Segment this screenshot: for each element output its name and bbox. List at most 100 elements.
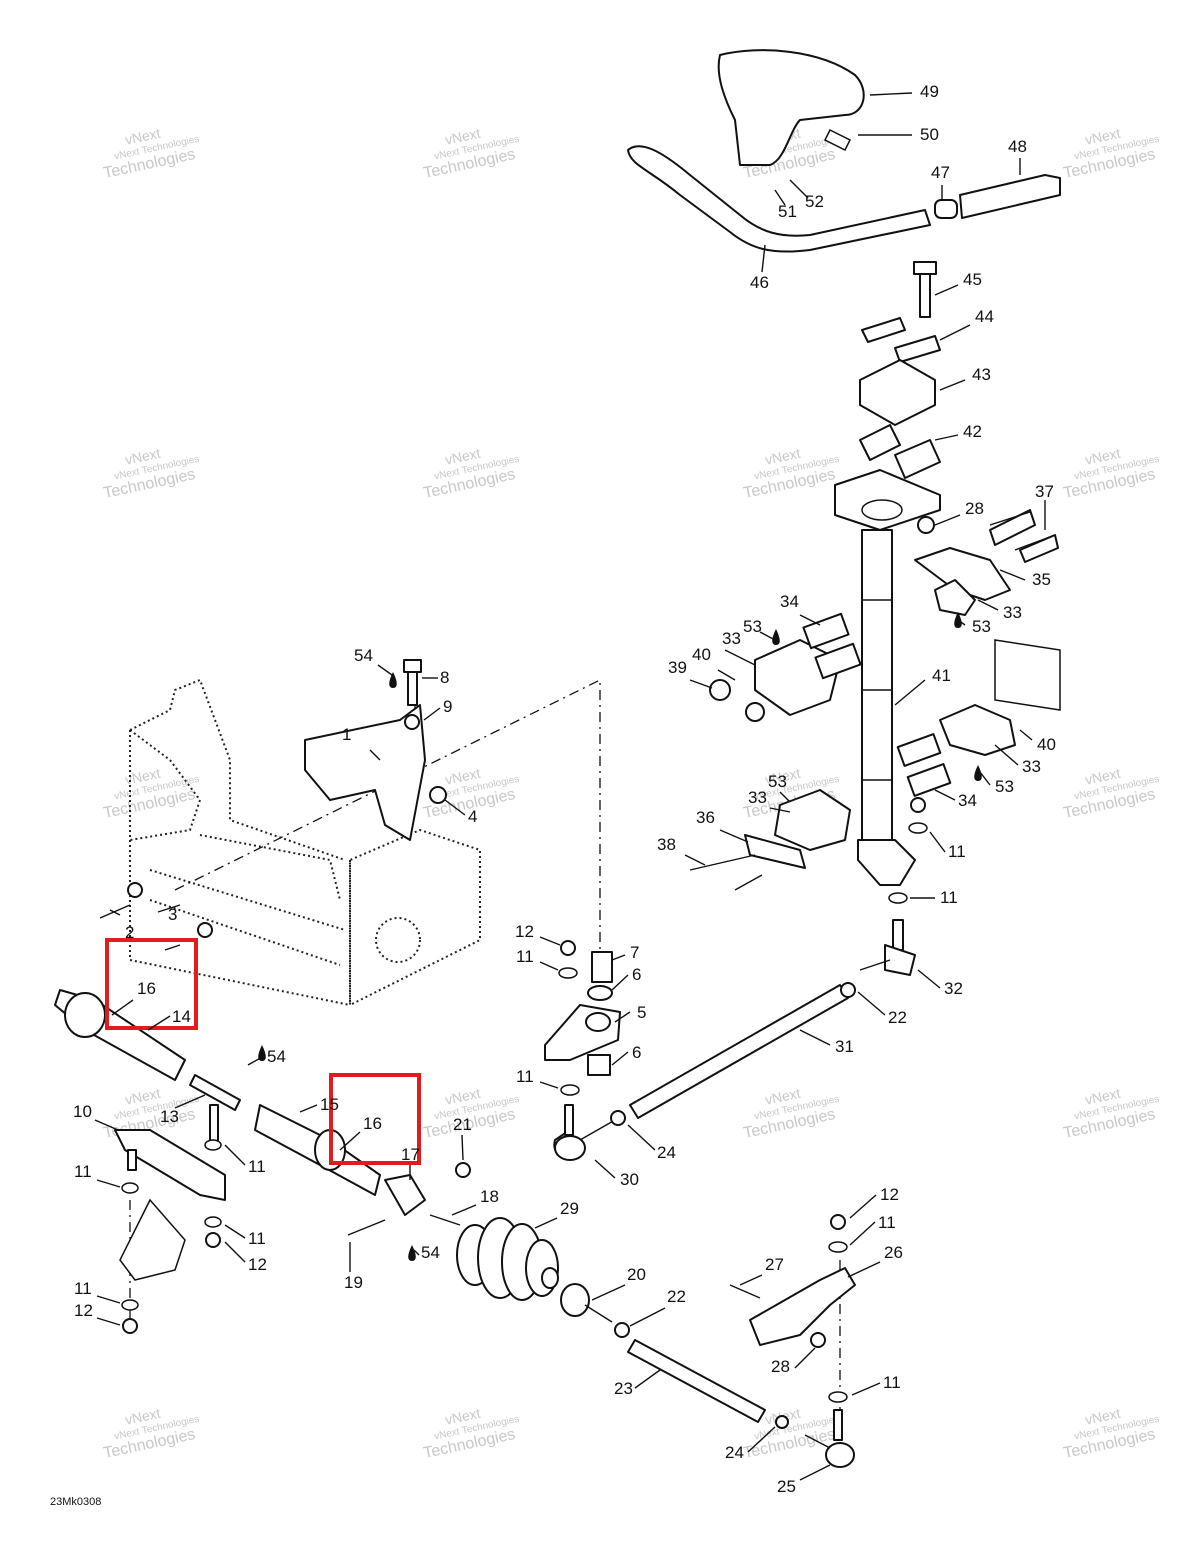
watermark-line: vNext (1084, 1085, 1122, 1108)
leader-line (96, 1179, 121, 1188)
watermark-line: vNext (124, 1405, 162, 1428)
callout-number: 31 (835, 1037, 854, 1056)
callout-number: 12 (880, 1185, 899, 1204)
callout-number: 5 (637, 1003, 646, 1022)
leader-line (759, 631, 776, 641)
callout-number: 11 (248, 1229, 266, 1248)
leader-line (594, 1159, 616, 1179)
callout-number: 24 (725, 1443, 744, 1462)
leader-line (224, 1224, 246, 1239)
clamp-parts (689, 261, 1061, 976)
boot (456, 1217, 559, 1301)
callout-number: 50 (920, 125, 939, 144)
callout-number: 25 (777, 1477, 796, 1496)
callout-number: 9 (443, 697, 452, 716)
leader-line (611, 1051, 629, 1066)
callout-number: 20 (627, 1265, 646, 1284)
leader-line (979, 771, 991, 786)
leader-line (977, 599, 999, 611)
callout-number: 22 (667, 1287, 686, 1306)
callout-number: 33 (1022, 757, 1041, 776)
leader-line (799, 614, 821, 626)
callout-number: 37 (1035, 482, 1054, 501)
leader-line (224, 1241, 246, 1263)
callout-number: 11 (878, 1213, 896, 1232)
leader-line (799, 1029, 831, 1046)
drawing-code: 23Mk0308 (50, 1496, 101, 1508)
callout-number: 15 (320, 1095, 339, 1114)
leader-line (627, 1124, 656, 1151)
callout-number: 33 (748, 788, 767, 807)
callout-number: 53 (743, 617, 762, 636)
callout-number: 49 (920, 82, 939, 101)
callout-number: 28 (965, 499, 984, 518)
leader-lines (94, 92, 1046, 1481)
leader-line (799, 1464, 831, 1481)
leader-line (247, 1055, 265, 1066)
leader-line (994, 744, 1019, 766)
leader-line (299, 1104, 318, 1113)
leader-line (857, 991, 886, 1016)
leader-line (539, 961, 559, 971)
watermark-line: vNext (764, 445, 802, 468)
leader-line (719, 829, 749, 843)
leader-line (614, 1011, 631, 1023)
leader-line (934, 434, 959, 441)
callout-number: 53 (768, 772, 787, 791)
leader-line (934, 514, 961, 526)
nut (429, 786, 447, 804)
callout-number: 4 (468, 807, 477, 826)
leader-line (774, 189, 786, 206)
callout-number: 22 (888, 1008, 907, 1027)
callout-number: 26 (884, 1243, 903, 1262)
leader-line (939, 379, 966, 391)
callout-number: 17 (401, 1145, 420, 1164)
watermark-line: vNext (1084, 125, 1122, 148)
leader-line (849, 1221, 876, 1246)
callout-number: 19 (344, 1273, 363, 1292)
callout-number: 36 (696, 808, 715, 827)
leader-line (724, 649, 756, 666)
callout-number: 2 (125, 923, 134, 942)
leader-line (534, 1217, 558, 1229)
leader-line (539, 936, 561, 946)
callout-number: 14 (172, 1007, 191, 1026)
watermark-line: vNext (444, 125, 482, 148)
leader-line (761, 244, 766, 273)
watermark-line: vNext (444, 445, 482, 468)
watermark-line: vNext (124, 765, 162, 788)
callout-number: 11 (74, 1279, 92, 1298)
callout-number: 43 (972, 365, 991, 384)
bracket (304, 704, 426, 841)
leader-line (174, 1094, 206, 1109)
callout-number: 46 (750, 273, 769, 292)
leader-line (849, 1194, 877, 1219)
leader-line (109, 909, 121, 916)
callout-number: 16 (137, 979, 156, 998)
leader-line (451, 1204, 477, 1216)
handlebar (627, 49, 1061, 253)
leader-line (999, 569, 1026, 581)
watermark-line: vNext (444, 1405, 482, 1428)
leader-line (591, 1284, 626, 1301)
callout-number: 44 (975, 307, 994, 326)
leader-line (739, 1274, 763, 1286)
leader-line (369, 749, 381, 761)
callout-number: 33 (722, 629, 741, 648)
watermark-line: vNext (124, 125, 162, 148)
callout-number: 32 (944, 979, 963, 998)
leader-line (934, 284, 959, 296)
leader-line (717, 669, 736, 681)
callout-number: 12 (74, 1301, 93, 1320)
